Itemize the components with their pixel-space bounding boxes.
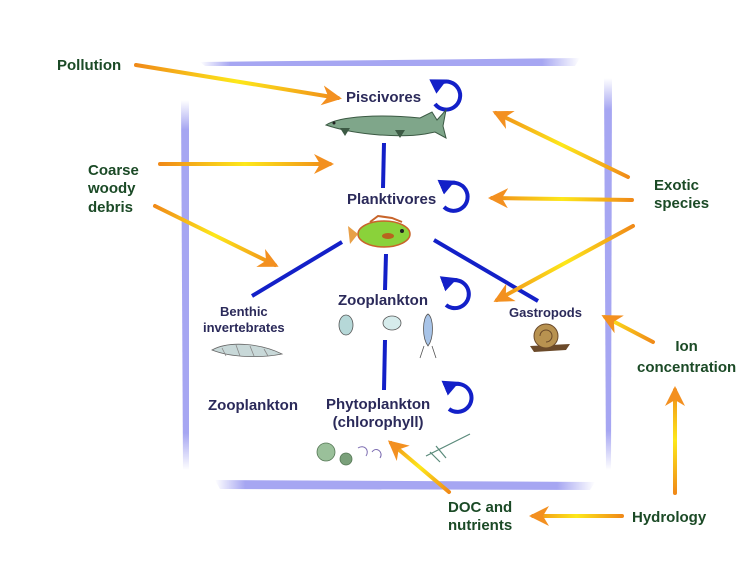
lake-boundary-frame [181,58,612,490]
arrow-exotic-planktivores [488,188,634,209]
driver-label-line: debris [88,198,134,216]
frame-top [200,58,580,66]
zooplankton-icon [338,313,437,359]
driver-label-line: woody [88,180,136,198]
frame-right [604,78,612,470]
driver-label-line: concentration [637,359,737,377]
node-zooplankton: Zooplankton [338,292,428,309]
node-label-line: (chlorophyll) [332,414,424,432]
influence-arrows [134,63,685,526]
node-phytoplankton: Phytoplankton (chlorophyll) [326,396,430,433]
link-planktivores-gastropods [432,238,540,303]
self-loops [429,79,474,414]
trophic-links [250,142,540,391]
frame-left [181,100,189,470]
driver-exotic-species: Exotic species [654,177,709,214]
arrow-exotic-gastropods [493,224,635,302]
driver-label-line: DOC and [448,499,513,516]
self-loop-icon [437,179,470,213]
phytoplankton-icon [316,433,471,466]
self-loop-icon [439,276,471,311]
driver-label-line: Ion [675,338,698,355]
driver-doc-nutrients: DOC and nutrients [448,499,512,536]
arrow-pollution-piscivores [134,63,342,106]
self-loop-icon [429,79,463,112]
arrow-ion-gastropods [601,315,655,344]
node-label-line: invertebrates [203,319,285,335]
link-zooplankton-phytoplankton [382,339,387,391]
self-loop-icon [441,380,474,414]
link-piscivores-planktivores [381,142,386,189]
node-piscivores: Piscivores [346,89,422,106]
driver-pollution: Pollution [57,57,122,74]
node-zooplankton-lower: Zooplankton [208,397,298,414]
node-planktivores: Planktivores [347,191,437,208]
driver-label-line: nutrients [448,517,513,535]
frame-bottom [215,480,595,490]
snail-icon [530,323,570,352]
link-planktivores-zooplankton [383,253,388,291]
arrow-doc-phytoplankton [387,440,451,494]
driver-label-line: Coarse [88,162,139,179]
node-benthic-invertebrates: Benthic invertebrates [203,304,285,336]
arrow-exotic-piscivores [492,110,630,179]
pike-fish-icon [324,108,447,139]
node-gastropods: Gastropods [509,305,582,320]
node-label-line: Benthic [219,304,268,319]
driver-ion-concentration: Ion concentration [637,338,736,378]
link-planktivores-benthic [250,240,344,298]
sunfish-icon [348,214,411,248]
benthic-larva-icon [211,343,284,358]
driver-hydrology: Hydrology [632,509,707,526]
arrow-debris-benthic [153,204,279,267]
driver-label-line: species [654,195,710,213]
driver-label-line: Exotic [654,177,700,194]
node-label-line: Phytoplankton [326,396,431,413]
driver-coarse-woody-debris: Coarse woody debris [88,162,139,217]
